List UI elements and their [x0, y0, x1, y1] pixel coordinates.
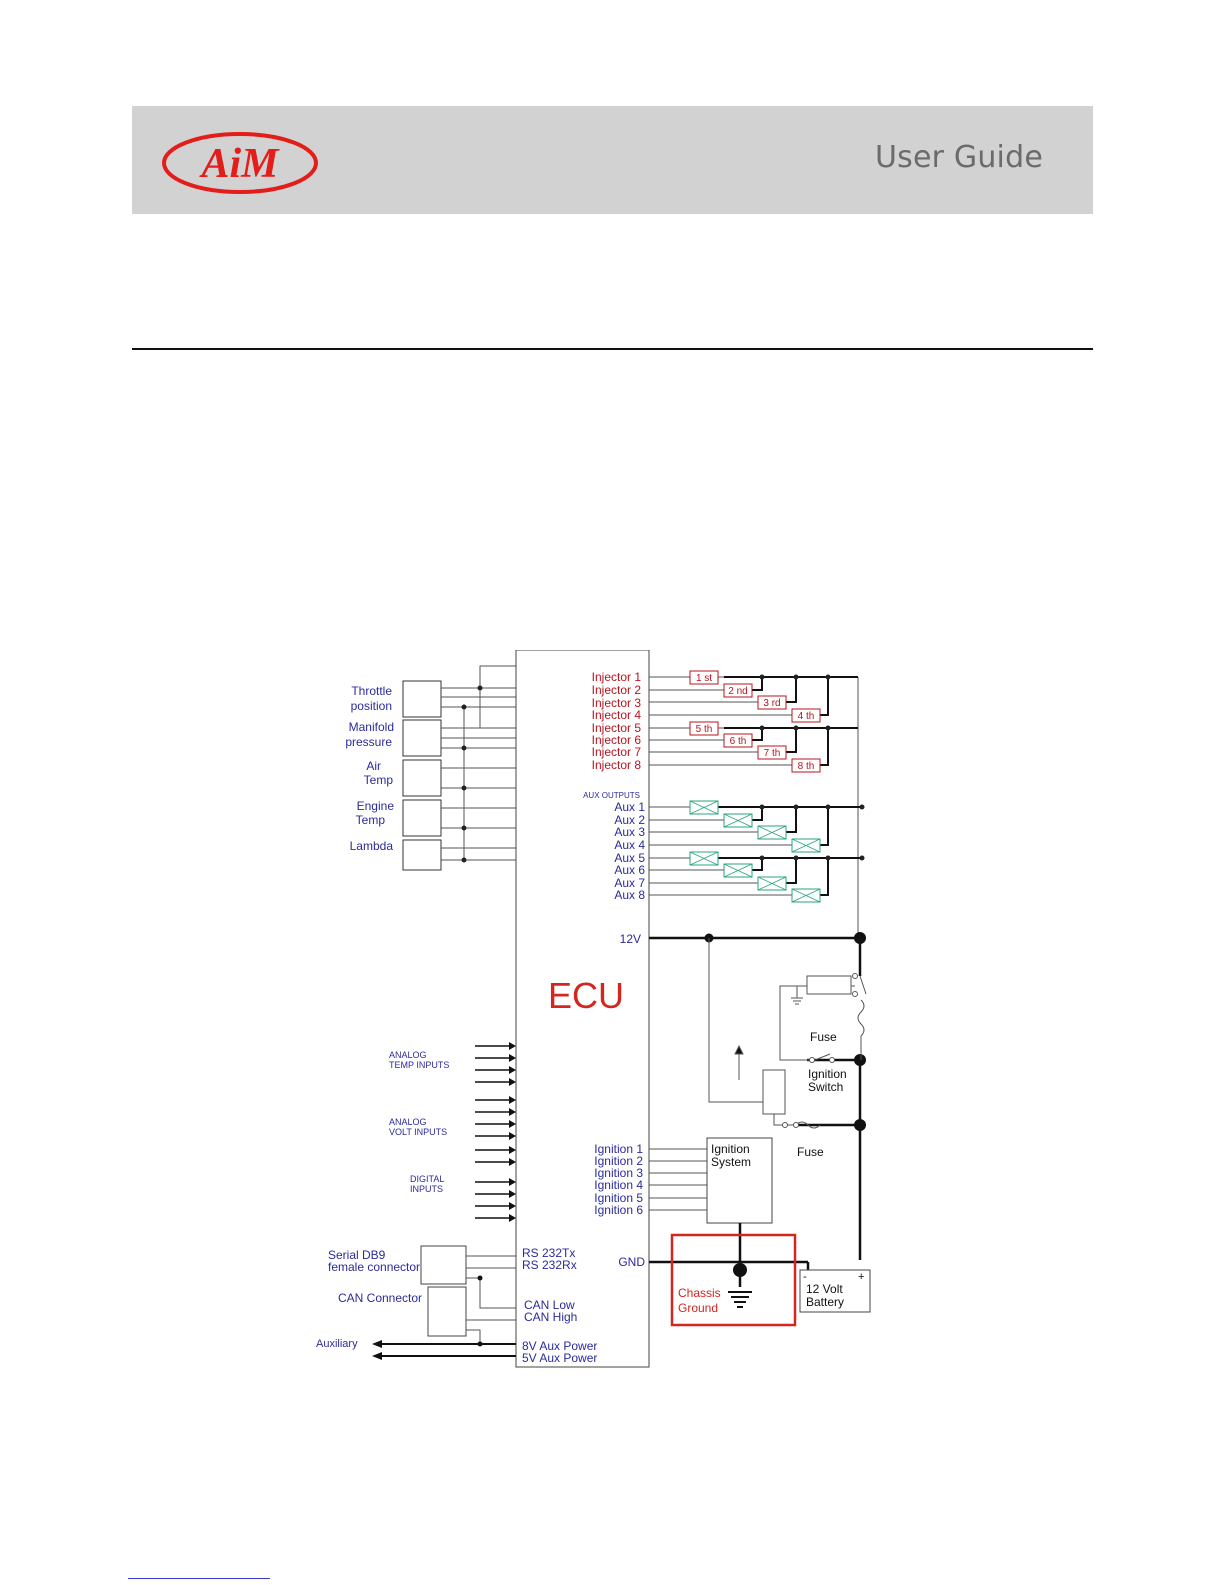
injector-label: Injector 1	[592, 670, 642, 684]
analog-temp-label: TEMP INPUTS	[389, 1060, 449, 1070]
aux-power-label: 5V Aux Power	[522, 1351, 597, 1365]
header-rule	[132, 348, 1093, 350]
ignition-label: Ignition 6	[594, 1203, 643, 1217]
serial-connector-box	[420, 1245, 467, 1285]
aux-power-label: 8V Aux Power	[522, 1339, 597, 1353]
aux-outputs-title: AUX OUTPUTS	[583, 791, 640, 800]
chassis-ground-label: Ground	[678, 1301, 718, 1315]
ignition-label: Ignition 4	[594, 1178, 643, 1192]
sensor-label: position	[351, 699, 392, 713]
serial-label: Serial DB9	[328, 1248, 386, 1262]
injector-tag: 1 st	[696, 673, 712, 684]
manifold-sensor-box	[402, 719, 442, 757]
injector-label: Injector 6	[592, 733, 642, 747]
injector-tag: 3 rd	[763, 698, 780, 709]
can-connector-label: CAN Connector	[338, 1291, 422, 1305]
ignition-label: Ignition 2	[594, 1154, 643, 1168]
sensor-label: pressure	[345, 735, 392, 749]
injector-tag: 6 th	[730, 736, 747, 747]
rs232-label: RS 232Rx	[522, 1258, 577, 1272]
injector-label: Injector 4	[592, 708, 642, 722]
injector-label: Injector 2	[592, 683, 642, 697]
injector-label: Injector 8	[592, 758, 642, 772]
ignition-system-label: Ignition	[711, 1142, 750, 1156]
ignition-system-label: System	[711, 1155, 751, 1169]
aux-label: Aux 8	[614, 888, 645, 902]
can-connector-box	[427, 1286, 467, 1337]
aux-label: Aux 6	[614, 863, 645, 877]
v12-label: 12V	[620, 932, 641, 946]
analog-volt-label: VOLT INPUTS	[389, 1127, 447, 1137]
ignition-system-box	[706, 1137, 773, 1224]
enginetemp-sensor-box	[402, 799, 442, 837]
analog-volt-label: ANALOG	[389, 1117, 427, 1127]
injector-label: Injector 5	[592, 721, 642, 735]
can-line-label: CAN Low	[524, 1298, 575, 1312]
sensor-label: Temp	[364, 773, 394, 787]
aim-logo: AiM	[162, 132, 318, 194]
digital-label: INPUTS	[410, 1184, 443, 1194]
fuse-label: Fuse	[797, 1145, 824, 1159]
ignition-switch-label: Switch	[808, 1080, 843, 1094]
chassis-ground-label: Chassis	[678, 1286, 721, 1300]
aux-label: Aux 4	[614, 838, 645, 852]
injector-tag: 7 th	[764, 748, 781, 759]
ignition-label: Ignition 3	[594, 1166, 643, 1180]
aux-label: Aux 1	[614, 800, 645, 814]
chassis-ground-highlight	[670, 1233, 797, 1327]
injector-label: Injector 7	[592, 745, 642, 759]
sensor-label: Air	[366, 759, 381, 773]
guide-title: User Guide	[874, 140, 1043, 175]
digital-label: DIGITAL	[410, 1174, 444, 1184]
battery-minus: -	[803, 1271, 807, 1283]
aux-label: Aux 7	[614, 876, 645, 890]
battery-box	[799, 1269, 871, 1313]
injector-tag: 2 nd	[728, 686, 747, 697]
injector-tag: 4 th	[798, 711, 815, 722]
injector-tag: 5 th	[696, 724, 713, 735]
battery-plus: +	[858, 1271, 864, 1283]
sensor-label: Manifold	[349, 720, 394, 734]
sensor-label: Temp	[356, 813, 386, 827]
analog-temp-label: ANALOG	[389, 1050, 427, 1060]
aux-label: Aux 2	[614, 813, 645, 827]
auxiliary-label: Auxiliary	[316, 1338, 358, 1350]
header-band	[132, 106, 1093, 214]
sensor-label: Lambda	[350, 839, 394, 853]
injector-label: Injector 3	[592, 696, 642, 710]
lambda-sensor-box	[402, 839, 442, 871]
sensor-label: Throttle	[351, 684, 392, 698]
ecu-label: ECU	[548, 975, 624, 1016]
fuse-label: Fuse	[810, 1030, 837, 1044]
sensor-label: Engine	[357, 799, 395, 813]
ecu-box	[515, 650, 650, 1368]
gnd-label: GND	[618, 1255, 645, 1269]
can-line-label: CAN High	[524, 1310, 577, 1324]
serial-label: female connector	[328, 1260, 420, 1274]
rs232-label: RS 232Tx	[522, 1246, 575, 1260]
aux-label: Aux 5	[614, 851, 645, 865]
airtemp-sensor-box	[402, 759, 442, 797]
injector-tag: 8 th	[798, 761, 815, 772]
ignition-label: Ignition 1	[594, 1142, 643, 1156]
footer-link-underline[interactable]	[128, 1578, 270, 1579]
battery-label: 12 Volt	[806, 1282, 843, 1296]
aux-label: Aux 3	[614, 825, 645, 839]
battery-label: Battery	[806, 1295, 844, 1309]
svg-text:AiM: AiM	[198, 141, 280, 187]
ignition-switch-label: Ignition	[808, 1067, 847, 1081]
ignition-label: Ignition 5	[594, 1191, 643, 1205]
throttle-sensor-box	[402, 680, 442, 718]
ecu-wiring-diagram: ECU Throttle position Manifold pressure …	[316, 650, 871, 1368]
